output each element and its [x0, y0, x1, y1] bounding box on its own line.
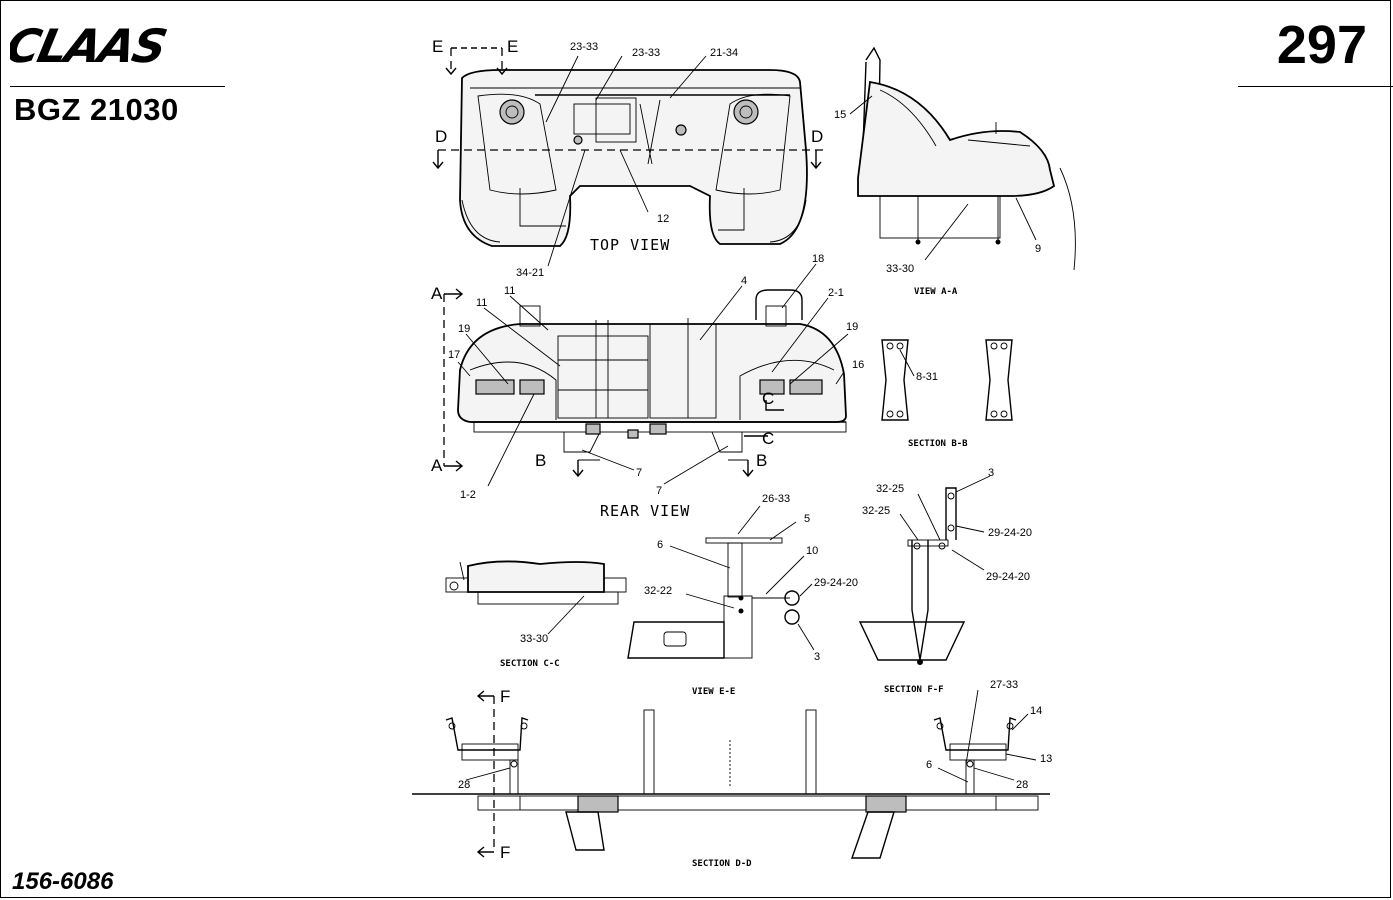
callout-19-right: 19 [846, 321, 858, 333]
section-letter-d-right: D [811, 127, 823, 146]
reference-code: 156-6086 [12, 868, 114, 895]
document-code: BGZ 21030 [14, 92, 179, 127]
callout-11-a: 11 [504, 285, 515, 297]
callout-6-e: 6 [657, 539, 663, 551]
caption-top-view: TOP VIEW [590, 236, 670, 254]
callout-34-21: 34-21 [516, 267, 544, 279]
view-a-a: 15 33-30 9 VIEW A-A [834, 46, 1076, 297]
callout-11-b: 11 [476, 297, 487, 309]
section-d-d: F F 27-33 14 13 6 28 28 SECTION D-D [412, 679, 1052, 869]
callout-29-24-20-e: 29-24-20 [814, 577, 858, 589]
callout-3-f: 3 [988, 467, 994, 479]
callout-5: 5 [804, 513, 810, 525]
page-number: 297 [1276, 15, 1367, 75]
callout-1-2: 1-2 [460, 489, 476, 501]
callout-4: 4 [741, 275, 747, 287]
section-letter-a-bottom: A [431, 456, 443, 475]
callout-12-top: 12 [657, 213, 669, 225]
callout-16: 16 [852, 359, 864, 371]
callout-33-30-a: 33-30 [886, 263, 914, 275]
callout-23-33-b: 23-33 [632, 47, 660, 59]
callout-14: 14 [1030, 705, 1042, 717]
callout-28-right: 28 [1016, 779, 1028, 791]
caption-section-c-c: SECTION C-C [500, 659, 560, 669]
section-letter-d-left: D [435, 127, 447, 146]
claas-logo: CLAAS [10, 22, 170, 66]
section-letter-e-right: E [507, 37, 518, 56]
section-letter-e-left: E [432, 37, 443, 56]
callout-23-33-a: 23-33 [570, 41, 598, 53]
header-rule-right [1238, 86, 1393, 87]
view-e-e: 26-33 5 6 10 32-22 29-24-20 3 VIEW E-E [627, 493, 858, 697]
callout-13: 13 [1040, 753, 1052, 765]
section-letter-c-top: C [762, 389, 774, 408]
callout-32-25-b: 32-25 [862, 505, 890, 517]
section-letter-b-left: B [535, 451, 546, 470]
section-letter-a-top: A [431, 284, 443, 303]
section-letter-f-bottom: F [500, 843, 510, 862]
caption-rear-view: REAR VIEW [600, 502, 690, 520]
callout-15: 15 [834, 109, 846, 121]
section-f-f: 3 32-25 32-25 29-24-20 29-24-20 SECTION … [858, 467, 1032, 695]
callout-9: 9 [1035, 243, 1041, 255]
caption-section-f-f: SECTION F-F [884, 685, 944, 695]
section-letter-b-right: B [756, 451, 767, 470]
top-view: E E D D 23-33 23-33 21-34 12 34-21 TOP V… [432, 37, 826, 279]
callout-2-1: 2-1 [828, 287, 844, 299]
callout-10: 10 [806, 545, 818, 557]
section-letter-c-bottom: C [762, 429, 774, 448]
callout-29-24-20-f-b: 29-24-20 [986, 571, 1030, 583]
header-rule-left [10, 86, 225, 87]
callout-8-31: 8-31 [916, 371, 938, 383]
callout-7-a: 7 [636, 467, 642, 479]
callout-27-33: 27-33 [990, 679, 1018, 691]
callout-19-left: 19 [458, 323, 470, 335]
callout-32-25-a: 32-25 [876, 483, 904, 495]
callout-3-e: 3 [814, 651, 820, 663]
callout-7-b: 7 [656, 485, 662, 497]
callout-32-22: 32-22 [644, 585, 672, 597]
callout-33-30-b: 33-30 [520, 633, 548, 645]
section-letter-f-top: F [500, 687, 510, 706]
callout-18: 18 [812, 253, 824, 265]
caption-section-b-b: SECTION B-B [908, 439, 968, 449]
callout-17: 17 [448, 349, 460, 361]
section-b-b: 8-31 SECTION B-B [881, 339, 1013, 449]
caption-view-e-e: VIEW E-E [692, 687, 735, 697]
rear-view: A A B B C C 18 4 2-1 11 11 19 19 17 16 1… [431, 253, 864, 520]
callout-6-d: 6 [926, 759, 932, 771]
caption-view-a-a: VIEW A-A [914, 287, 958, 297]
brand-wordmark: CLAAS [10, 22, 170, 66]
caption-section-d-d: SECTION D-D [692, 859, 752, 869]
callout-28-left: 28 [458, 779, 470, 791]
callout-29-24-20-f-a: 29-24-20 [988, 527, 1032, 539]
callout-21-34: 21-34 [710, 47, 738, 59]
section-c-c: 33-30 SECTION C-C [445, 560, 627, 669]
callout-26-33: 26-33 [762, 493, 790, 505]
